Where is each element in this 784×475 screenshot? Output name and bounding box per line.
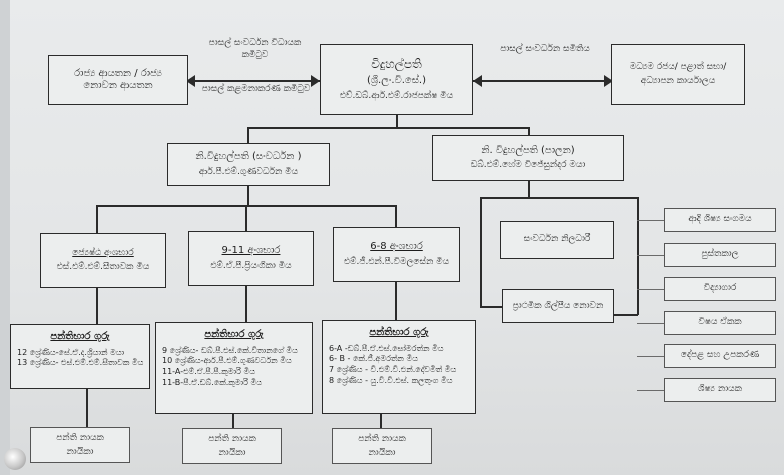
list-item-1: ආදි ශිෂ්‍ය සංගමය: [688, 214, 752, 225]
list-item-3: විද්‍යාගාර: [703, 283, 737, 294]
box-laboratory: විද්‍යාගාර: [664, 277, 776, 301]
box-student-leaders: ශිෂ්‍ය නායක: [664, 378, 776, 402]
box-class-teachers-6-8: පන්තිභාර ගුරු 6-A -ඩබ්.පී.ඒ.එස්.සෝමරත්න …: [322, 320, 476, 414]
section-senior-title: ජ්‍යෙෂ්ඨ අංශභාර: [72, 247, 134, 258]
deputy-admin-title: නි. විදුහල්පති (පාලන): [481, 144, 575, 156]
class-teacher-item: 9 ශ්‍රේණිය- ඩබ්.පී.එස්.කේ.විතානගේ මිය: [162, 345, 298, 355]
box-leaders-9-11: පන්ති නායක නායිකා: [182, 428, 282, 464]
class-teacher-item: 11-B-පී.ඒ.ඩබ්.කේ.කුමාරි මිය: [162, 377, 263, 387]
class-teacher-item: 12 ශ්‍රේණිය-සේ.ඒ.ද.ශ්‍රියාන් මයා: [17, 347, 125, 357]
box-class-teachers-senior: පන්තිභාර ගුරු 12 ශ්‍රේණිය-සේ.ඒ.ද.ශ්‍රියා…: [10, 324, 150, 389]
box-property: දේපළ සහ උපකරණ: [664, 344, 776, 368]
box-class-teachers-9-11: පන්තිභාර ගුරු 9 ශ්‍රේණිය- ඩබ්.පී.එස්.කේ.…: [155, 322, 313, 414]
class-teacher-item: 8 ශ්‍රේණිය - යු.වී.වී.එස්. කලතුංග මිය: [329, 375, 453, 385]
leaders-9-11-text: පන්ති නායක නායිකා: [208, 433, 256, 458]
box-deputy-admin: නි. විදුහල්පති (පාලන) ඩබ්.එම්.හේම විජේසු…: [432, 135, 624, 181]
connector-principal-down: [396, 115, 398, 128]
arrow-left-icon: [186, 75, 195, 87]
box-institutions: රාජ්‍ය ආයතන / රාජ්‍ය නොවන ආයතන: [48, 55, 188, 105]
connector-admin-left: [480, 197, 482, 307]
connector-list-2: [637, 255, 667, 256]
central-govt-text: මධ්‍යම රජය/ පළාත් සභා/ අධ්‍යාපන කාර්යාලය: [629, 62, 727, 86]
section-9-11-name: එම්.ඒ.පී.ප්‍රියංගිකා මිය: [210, 261, 292, 272]
class-teacher-item: 6-A -ඩබ්.පී.ඒ.එස්.සෝමරත්න මිය: [329, 343, 444, 353]
class-teachers-6-8-heading: පන්තිභාර ගුරු: [369, 327, 429, 338]
connector-list-1: [637, 220, 667, 221]
box-leaders-senior: පන්ති නායක නායිකා: [30, 427, 130, 463]
section-6-8-name: එම්.ජී.එන්.පී.විමලසේන මිය: [343, 257, 450, 268]
connector-g6-8: [395, 205, 397, 227]
box-alumni: ආදි ශිෂ්‍ය සංගමය: [664, 208, 776, 232]
principal-title: විදුහල්පති: [371, 56, 422, 71]
label-development-society: පාසල් සංවර්ධන සමිතිය: [500, 44, 590, 54]
box-subject-units: විෂය ඒකක: [664, 311, 776, 335]
class-teacher-item: 7 ශ්‍රේණිය - වී.එම්.වී.එන්.දේවමිත් මිය: [329, 365, 457, 375]
box-library: පුස්තකාල: [664, 243, 776, 267]
connector-list-5: [637, 356, 667, 357]
connector-g6-8-list: [395, 282, 397, 320]
deputy-admin-name: ඩබ්.එම්.හේම විජේසුන්දර මයා: [470, 160, 586, 171]
class-teachers-senior-heading: පන්තිභාර ගුරු: [50, 331, 110, 342]
list-item-5: දේපළ සහ උපකරණ: [680, 350, 760, 361]
deputy-development-title: නි.විදුහල්පති (සංවර්ධන ): [195, 151, 302, 163]
section-6-8-title: 6-8 අංශභාර: [370, 240, 423, 252]
institutions-text: රාජ්‍ය ආයතන / රාජ්‍ය නොවන ආයතන: [74, 67, 162, 92]
list-item-6: ශිෂ්‍ය නායක: [698, 384, 742, 395]
connector-admin-right: [637, 197, 639, 315]
connector-list-6: [637, 390, 667, 391]
connector-senior-list: [96, 288, 98, 324]
development-officer-text: සංවර්ධන නිලධාරී: [523, 234, 591, 245]
class-teacher-item: 10 ශ්‍රේණිය-ආර්.පී.එම්.ගුණවර්ධන මිය: [162, 356, 292, 366]
section-senior-name: එස්.එම්.එම්.සීතාවක මිය: [56, 262, 150, 272]
box-principal: විදුහල්පති (ශ්‍රී.ලං.වි.සේ.) එච්.ඩබ්.ආර්…: [320, 44, 473, 115]
connector-g6-8-leaders: [380, 414, 382, 428]
connector-left: [190, 80, 320, 82]
principal-name: එච්.ඩබ්.ආර්.එම්.රාජපක්ෂ මිය: [339, 91, 454, 102]
box-deputy-development: නි.විදුහල්පති (සංවර්ධන ) ආර්.පී.එම්.ගුණව…: [167, 143, 330, 186]
arrow-left-in-icon: [473, 75, 482, 87]
box-section-senior: ජ්‍යෙෂ්ඨ අංශභාර එස්.එම්.එම්.සීතාවක මිය: [40, 233, 166, 288]
connector-g9-11-leaders: [232, 414, 234, 428]
connector-senior-leaders: [86, 389, 88, 427]
connector-admin-down: [528, 180, 530, 198]
connector-admin-deputy: [528, 127, 530, 135]
principal-subtitle: (ශ්‍රී.ලං.වි.සේ.): [366, 74, 427, 86]
list-item-4: විෂය ඒකක: [698, 317, 742, 328]
class-teacher-item: 11-A-එම්.ඒ.පී.පී.කුමාරි මිය: [162, 367, 255, 377]
connector-g9-11: [245, 205, 247, 231]
push-pin-icon: [4, 448, 26, 470]
box-development-officer: සංවර්ධන නිලධාරී: [500, 221, 614, 259]
connector-admin-bottom-r: [614, 314, 638, 316]
connector-g9-11-list: [245, 286, 247, 322]
class-teacher-item: 6- B - කේ.ජී.අමරත්න මිය: [329, 354, 418, 364]
arrow-right-icon: [604, 75, 613, 87]
connector-deputies: [247, 127, 529, 129]
arrow-right-in-icon: [311, 75, 320, 87]
connector-dev-deputy: [247, 127, 249, 143]
box-central-govt: මධ්‍යම රජය/ පළාත් සභා/ අධ්‍යාපන කාර්යාලය: [611, 44, 745, 105]
class-teacher-item: 13 ශ්‍රේණිය- එස්.එම්.එම්.සීතාවක මිය: [17, 358, 144, 368]
leaders-senior-text: පන්ති නායක නායිකා: [56, 432, 104, 457]
box-section-9-11: 9-11 අංශභාර එම්.ඒ.පී.ප්‍රියංගිකා මිය: [188, 231, 314, 286]
leaders-6-8-text: පන්ති නායක නායිකා: [358, 433, 406, 458]
connector-dev-down: [247, 186, 249, 206]
box-section-6-8: 6-8 අංශභාර එම්.ජී.එන්.පී.විමලසේන මිය: [333, 227, 460, 282]
section-9-11-title: 9-11 අංශභාර: [221, 244, 281, 256]
label-exec-committee: පාසල් සංවර්ධන විධායක කමිටුව: [208, 38, 302, 60]
connector-list-4: [637, 323, 667, 324]
list-item-2: පුස්තකාල: [701, 249, 739, 260]
non-academic-text: ප්‍රාථමික ශිල්පීය නොවන: [512, 300, 604, 311]
class-teachers-9-11-heading: පන්තිභාර ගුරු: [204, 329, 264, 340]
box-leaders-6-8: පන්ති නායක නායිකා: [332, 428, 432, 464]
connector-list-3: [637, 289, 667, 290]
label-management-committee: පාසල් කළමනාකරණ කමිටුව: [201, 84, 311, 94]
connector-admin-bottom: [480, 306, 502, 308]
connector-right: [473, 80, 613, 82]
box-non-academic: ප්‍රාථමික ශිල්පීය නොවන: [502, 289, 614, 323]
connector-admin-top: [480, 197, 638, 199]
connector-senior: [96, 205, 98, 233]
deputy-development-name: ආර්.පී.එම්.ගුණවර්ධන මිය: [198, 166, 299, 177]
